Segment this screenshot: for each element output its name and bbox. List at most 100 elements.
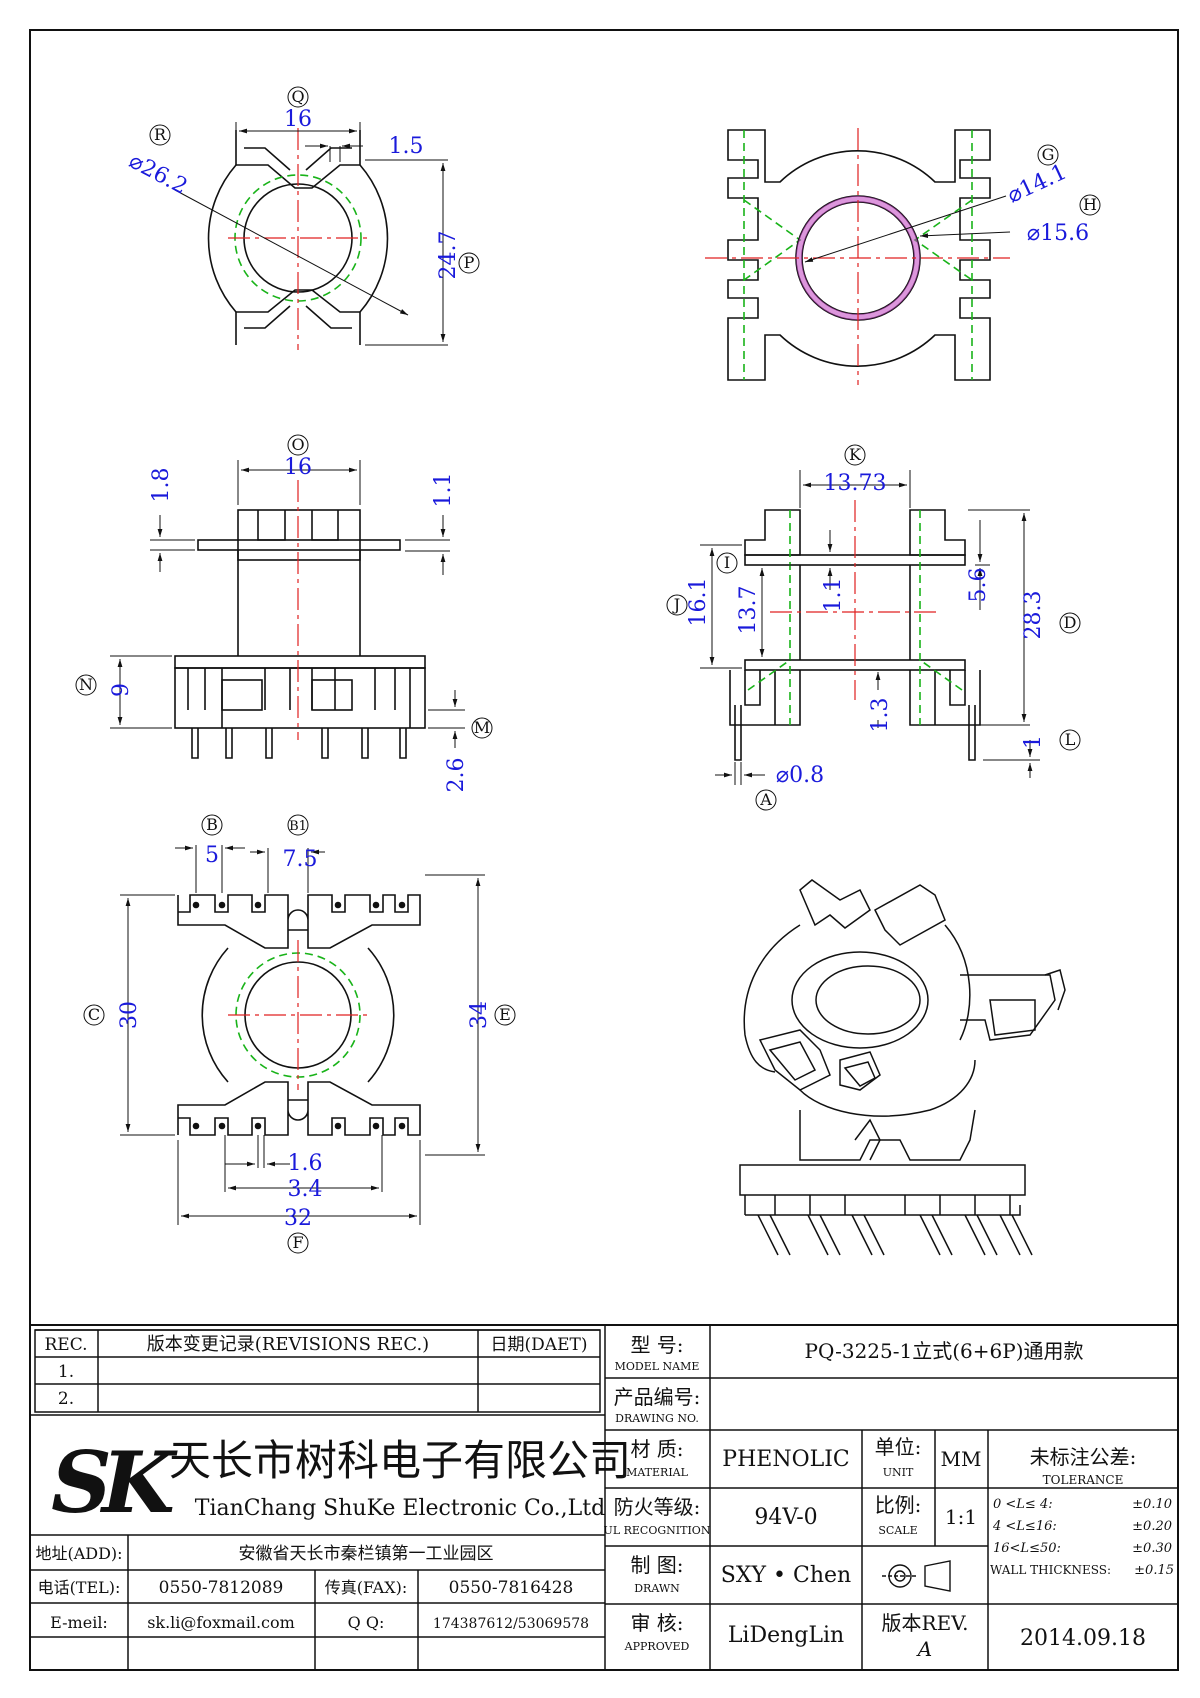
unit-label-cn: 单位: xyxy=(875,1435,922,1459)
material-value: PHENOLIC xyxy=(722,1447,849,1472)
dim-plan-height-e: 34 xyxy=(467,1001,492,1029)
label-c: C xyxy=(88,1005,100,1024)
label-b1: B1 xyxy=(289,819,307,834)
dim-top-diameter: ⌀26.2 xyxy=(125,149,192,200)
title-block-text: REC. 版本变更记录(REVISIONS REC.) 日期(DAET) 1. … xyxy=(35,1333,1174,1661)
address-label: 地址(ADD): xyxy=(35,1544,122,1563)
label-p: P xyxy=(464,253,475,272)
dim-front-flange-left: 1.8 xyxy=(149,468,174,503)
label-b: B xyxy=(206,815,218,834)
approved-value: LiDengLin xyxy=(728,1623,844,1648)
label-m: M xyxy=(474,718,490,737)
rev-row-1: 1. xyxy=(58,1362,74,1382)
tel-value: 0550-7812089 xyxy=(159,1578,284,1598)
label-l: L xyxy=(1065,730,1076,749)
tolerance-range-3: 16<L≤50: xyxy=(993,1541,1061,1556)
isometric-view xyxy=(739,879,1066,1256)
qq-value: 174387612/53069578 xyxy=(433,1616,589,1632)
dim-plan-slot-width: 3.4 xyxy=(288,1177,323,1202)
ul-label-en: UL RECOGNITION xyxy=(604,1524,711,1537)
dim-front-width: 16 xyxy=(284,455,312,480)
label-n: N xyxy=(79,675,93,694)
rev-header-rec: REC. xyxy=(44,1335,87,1355)
plan-view xyxy=(120,845,485,1225)
dim-plan-pitch-b: 5 xyxy=(205,843,219,868)
dim-side-wall: 1.1 xyxy=(821,578,846,613)
tolerance-title-en: TOLERANCE xyxy=(1043,1473,1124,1487)
model-label-cn: 型 号: xyxy=(630,1333,683,1357)
top-view xyxy=(174,122,448,350)
unit-label-en: UNIT xyxy=(883,1466,914,1479)
top-view-annotations: Q R 16 1.5 ⌀26.2 24.7 P xyxy=(125,86,480,280)
fax-value: 0550-7816428 xyxy=(449,1578,574,1598)
dim-side-flange: 5.6 xyxy=(966,568,991,603)
approved-label-cn: 审 核: xyxy=(630,1611,683,1635)
rev-header-date: 日期(DAET) xyxy=(491,1335,588,1355)
tel-label: 电话(TEL): xyxy=(38,1578,121,1597)
label-h: H xyxy=(1083,195,1097,214)
label-e: E xyxy=(499,1005,511,1024)
approved-label-en: APPROVED xyxy=(624,1640,690,1653)
side-view xyxy=(700,470,1040,785)
title-block xyxy=(29,1324,1179,1671)
drawn-label-en: DRAWN xyxy=(634,1582,680,1595)
material-label-cn: 材 质: xyxy=(630,1437,683,1461)
dim-side-window-height: 13.7 xyxy=(736,586,761,635)
label-i: I xyxy=(724,553,730,572)
label-o: O xyxy=(291,435,304,454)
model-label-en: MODEL NAME xyxy=(615,1360,700,1373)
dim-side-pin-bottom: 1 xyxy=(1021,735,1046,749)
unit-value: MM xyxy=(941,1447,982,1471)
email-value: sk.li@foxmail.com xyxy=(147,1613,295,1632)
tolerance-title-cn: 未标注公差: xyxy=(1030,1445,1137,1469)
company-name-cn: 天长市树科电子有限公司 xyxy=(169,1436,631,1485)
scale-label-en: SCALE xyxy=(878,1524,917,1537)
dim-side-pin-dia: ⌀0.8 xyxy=(776,763,824,788)
tolerance-value-2: ±0.20 xyxy=(1132,1519,1172,1534)
dim-plan-width-f: 32 xyxy=(284,1206,312,1231)
company-logo: SK xyxy=(51,1433,178,1532)
tolerance-range-1: 0 <L≤ 4: xyxy=(993,1497,1053,1512)
drawn-value: SXY • Chen xyxy=(721,1563,851,1588)
plan-view-annotations: B B1 5 7.5 C 30 34 E 1.6 3.4 32 F xyxy=(83,814,516,1254)
dim-top-width: 16 xyxy=(284,107,312,132)
dim-side-height-j: 16.1 xyxy=(686,578,711,627)
front-view xyxy=(110,460,465,759)
ul-value: 94V-0 xyxy=(754,1505,817,1530)
dim-plan-pitch-b1: 7.5 xyxy=(283,847,318,872)
dim-top-slot: 1.5 xyxy=(389,134,424,159)
tolerance-range-4: WALL THICKNESS: xyxy=(990,1563,1111,1577)
dim-front-pin-length: 2.6 xyxy=(444,758,469,793)
qq-label: Q Q: xyxy=(348,1613,385,1632)
dim-top-height: 24.7 xyxy=(436,231,461,280)
drawn-label-cn: 制 图: xyxy=(630,1553,683,1577)
dim-bottom-inner-dia: ⌀14.1 xyxy=(1004,160,1071,209)
rev-header-content: 版本变更记录(REVISIONS REC.) xyxy=(147,1334,429,1355)
label-f: F xyxy=(292,1233,303,1252)
tolerance-value-1: ±0.10 xyxy=(1132,1497,1172,1512)
address-value: 安徽省天长市秦栏镇第一工业园区 xyxy=(239,1544,494,1564)
dim-front-base-height: 9 xyxy=(109,683,134,697)
scale-label-cn: 比例: xyxy=(875,1493,922,1517)
dim-front-flange-right: 1.1 xyxy=(431,473,456,508)
drawing-label-cn: 产品编号: xyxy=(614,1385,701,1409)
dim-side-base-wall: 1.3 xyxy=(868,698,893,733)
ul-label-cn: 防火等级: xyxy=(614,1495,701,1519)
tolerance-range-2: 4 <L≤16: xyxy=(992,1519,1057,1534)
label-j: J xyxy=(672,595,680,614)
tolerance-value-4: ±0.15 xyxy=(1134,1563,1174,1578)
sheet-border xyxy=(29,29,1179,1671)
company-name-en: TianChang ShuKe Electronic Co.,Ltd xyxy=(195,1496,605,1521)
dim-plan-height-c: 30 xyxy=(117,1001,142,1029)
revision-label: 版本REV. xyxy=(882,1611,969,1635)
side-view-annotations: K 13.73 I J 16.1 13.7 1.1 5.6 28.3 D 1.3… xyxy=(666,444,1081,811)
bottom-view xyxy=(705,128,1011,385)
model-value: PQ-3225-1立式(6+6P)通用款 xyxy=(805,1339,1084,1363)
date-value: 2014.09.18 xyxy=(1020,1626,1146,1651)
label-g: G xyxy=(1042,145,1055,164)
dim-plan-pin-width: 1.6 xyxy=(288,1151,323,1176)
scale-value: 1:1 xyxy=(945,1505,977,1529)
material-label-en: MATERIAL xyxy=(626,1466,689,1479)
tolerance-value-3: ±0.30 xyxy=(1132,1541,1172,1556)
